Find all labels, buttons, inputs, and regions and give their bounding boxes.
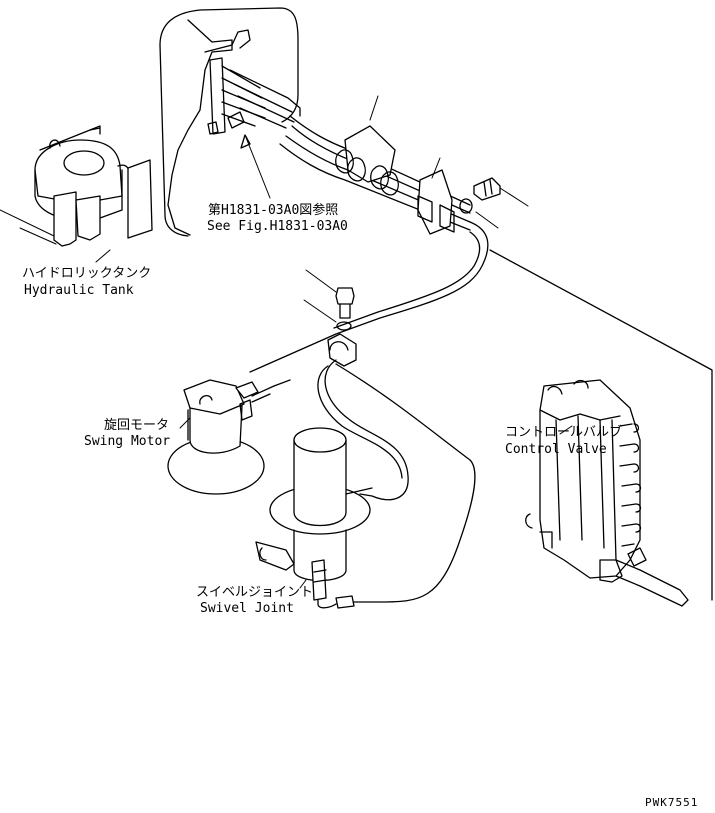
hydraulic-tank-label-en: Hydraulic Tank	[24, 283, 134, 298]
see-fig-label-en: See Fig.H1831-03A0	[207, 219, 348, 234]
leader-lines	[95, 134, 573, 589]
hose-bundle	[279, 95, 471, 235]
main-hose	[249, 221, 713, 603]
swing-motor-label-jp: 旋回モータ	[104, 418, 170, 433]
drawing-code: PWK7551	[645, 796, 699, 809]
hydraulic-tank-label-jp: ハイドロリックタンク	[22, 266, 152, 281]
swivel-joint	[255, 427, 373, 609]
elbow-fitting	[459, 177, 529, 229]
swing-motor-label-en: Swing Motor	[84, 434, 171, 449]
control-valve-label-jp: コントロールバルブ	[505, 425, 623, 440]
see-fig-label-jp: 第H1831-03A0図参照	[208, 203, 339, 218]
control-valve	[525, 379, 689, 607]
control-valve-label-en: Control Valve	[505, 442, 607, 457]
frame-bracket	[159, 7, 301, 237]
hydraulic-tank	[0, 125, 153, 247]
swivel-joint-label-en: Swivel Joint	[200, 601, 294, 616]
swing-motor	[167, 379, 291, 495]
swivel-joint-label-jp: スイベルジョイント	[196, 585, 314, 600]
